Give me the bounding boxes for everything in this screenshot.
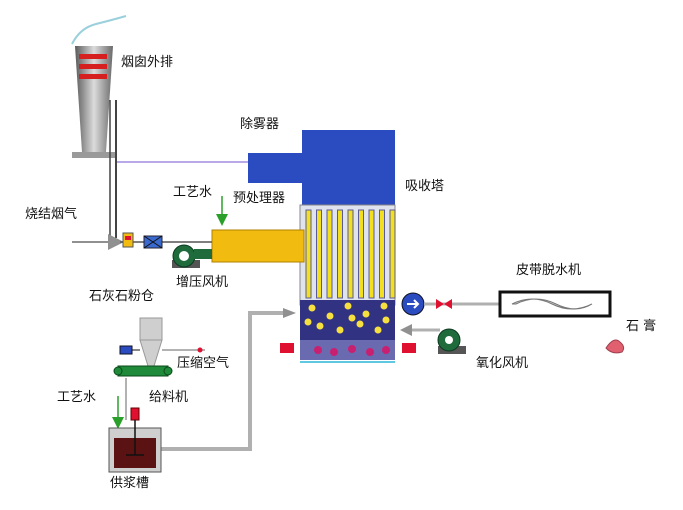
slurry-bubble	[336, 326, 344, 334]
slurry-bubble	[382, 316, 390, 324]
pretreater	[211, 229, 305, 263]
sump-marker	[402, 343, 416, 353]
gypsum-pile	[605, 339, 625, 354]
sump-dot	[382, 346, 390, 354]
demister-label: 除雾器	[240, 117, 280, 132]
belt-filter-label: 皮带脱水机	[516, 263, 582, 278]
spray-header	[347, 209, 354, 299]
limestone-bin-label: 石灰石粉仓	[89, 289, 155, 304]
slurry-tank-label: 供浆槽	[110, 476, 150, 491]
valve-icon	[143, 235, 163, 249]
slurry-supply-pipe	[160, 311, 283, 451]
slurry-supply-tank	[108, 420, 162, 473]
spray-header	[389, 209, 396, 299]
demister	[248, 130, 395, 205]
oxidation-fan-label: 氧化风机	[476, 356, 529, 371]
booster-fan-label: 增压风机	[176, 275, 229, 290]
fan-icon	[437, 328, 466, 354]
slurry-bubble	[316, 322, 324, 330]
pump-icon	[401, 292, 425, 316]
spray-header	[316, 209, 322, 299]
gypsum-label: 石 膏	[626, 319, 657, 334]
slurry-bubble	[380, 302, 388, 310]
spray-header	[379, 209, 385, 299]
valve-icon	[436, 299, 452, 309]
sump-dot	[330, 348, 338, 356]
feeder	[113, 365, 173, 377]
feeder-label: 给料机	[149, 390, 189, 405]
chimney-label: 烟囱外排	[121, 55, 174, 70]
spray-header	[337, 209, 343, 299]
slurry-bubble	[326, 312, 334, 320]
chimney-band	[79, 64, 107, 69]
chimney-band	[79, 74, 107, 79]
chimney	[72, 46, 116, 158]
absorber-label: 吸收塔	[405, 179, 445, 194]
sump-marker	[280, 343, 294, 353]
slurry-bubble	[304, 318, 312, 326]
compressed-air-label: 压缩空气	[177, 356, 230, 371]
process-water-label-1: 工艺水	[173, 185, 213, 200]
slurry-bubble	[362, 310, 370, 318]
spray-header	[358, 209, 364, 299]
spray-header	[368, 209, 375, 299]
process-water-label-2: 工艺水	[57, 390, 97, 405]
sump-dot	[314, 346, 322, 354]
chimney-band	[79, 54, 107, 59]
sump-dot	[366, 348, 374, 356]
slurry-bubble	[348, 314, 356, 322]
slurry-bubble	[308, 304, 316, 312]
agitator-motor	[130, 407, 140, 421]
slurry-bubble	[356, 320, 364, 328]
absorber-tower	[299, 204, 396, 363]
smoke	[71, 15, 127, 45]
spray-header	[305, 209, 312, 299]
slurry-bubble	[374, 326, 382, 334]
spray-header	[326, 209, 333, 299]
lime-hopper	[139, 317, 163, 367]
hopper-motor	[119, 345, 133, 355]
flue-gas-label: 烧结烟气	[25, 207, 78, 222]
sump-dot	[348, 345, 356, 353]
fan-icon	[172, 244, 212, 268]
pretreater-label: 预处理器	[233, 191, 286, 206]
limestone-bin-valve	[122, 232, 134, 248]
slurry-bubble	[344, 302, 352, 310]
belt-filter	[498, 290, 612, 318]
